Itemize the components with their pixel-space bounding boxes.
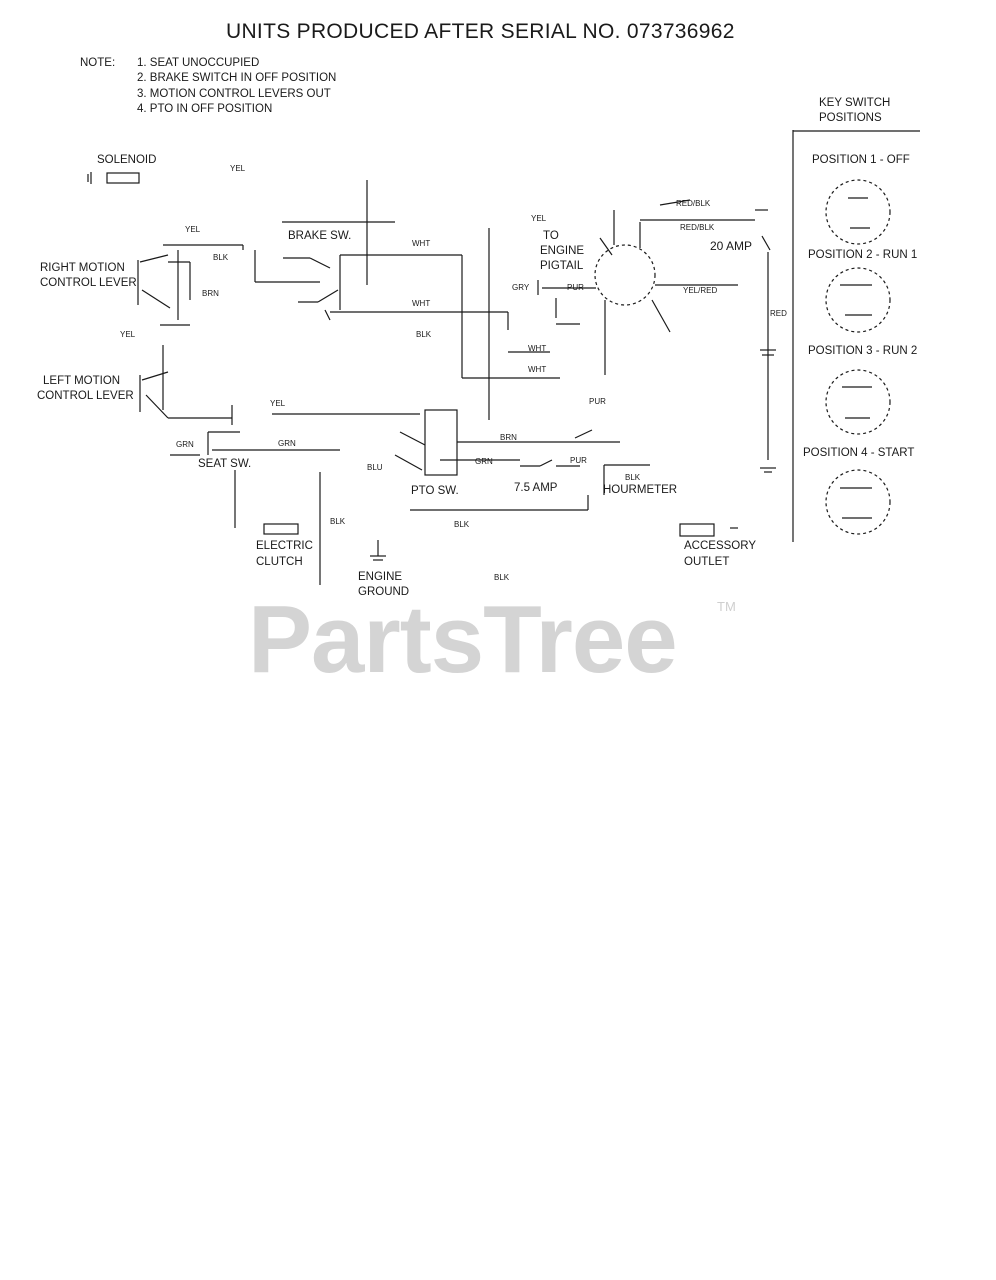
wire-label-blu: BLU (367, 463, 383, 472)
wire-label-pur-fuse: PUR (570, 456, 587, 465)
wire-label-yel-solenoid: YEL (230, 164, 246, 173)
wire-label-yel-engine: YEL (531, 214, 547, 223)
wire-label-pur-engine: PUR (567, 283, 584, 292)
ground-label-1: ENGINE (358, 571, 403, 583)
pto-switch (272, 409, 620, 585)
watermark-tm: TM (717, 599, 736, 614)
wire-label-pur-mid: PUR (589, 397, 606, 406)
key-switch-header-2: POSITIONS (819, 112, 882, 124)
hourmeter-label: HOURMETER (603, 484, 678, 496)
key-diagram-1 (825, 179, 891, 245)
seat-switch (170, 431, 340, 528)
wire-label-grn-pto: GRN (475, 457, 493, 466)
key-switch-header-1: KEY SWITCH (819, 97, 891, 109)
hourmeter-symbol (603, 464, 650, 495)
wire-label-wht-4: WHT (528, 365, 547, 374)
outlet-label-1: ACCESSORY (684, 540, 757, 552)
brake-switch (242, 221, 508, 321)
diagram-title: UNITS PRODUCED AFTER SERIAL NO. 07373696… (226, 20, 735, 43)
solenoid-symbol (87, 172, 140, 184)
right-lever-switch (137, 244, 243, 326)
fuse-20-symbol (755, 209, 776, 473)
key-position-4: POSITION 4 - START (803, 447, 915, 459)
wire-label-red: RED (770, 309, 787, 318)
outlet-label-2: OUTLET (684, 556, 730, 568)
key-diagram-4 (825, 469, 891, 535)
key-position-3: POSITION 3 - RUN 2 (808, 345, 918, 357)
brake-switch-label: BRAKE SW. (288, 230, 352, 242)
engine-label-2: ENGINE (540, 245, 585, 257)
wire-label-blk-hour: BLK (625, 473, 641, 482)
wire-label-blk-pto: BLK (454, 520, 470, 529)
clutch-symbol (263, 523, 299, 535)
outlet-symbol (679, 523, 738, 537)
note-item-1: 1. SEAT UNOCCUPIED (137, 57, 260, 69)
clutch-label-2: CLUTCH (256, 556, 303, 568)
pto-switch-label: PTO SW. (411, 485, 459, 497)
wire-label-blk-right: BLK (213, 253, 229, 262)
wire-label-grn-seat-1: GRN (176, 440, 194, 449)
note-item-4: 4. PTO IN OFF POSITION (137, 103, 273, 115)
wire-label-brn-pto: BRN (500, 433, 517, 442)
engine-label-1: TO (543, 230, 559, 242)
note-item-2: 2. BRAKE SWITCH IN OFF POSITION (137, 72, 337, 84)
left-lever-switch (139, 371, 233, 425)
wire-label-red-blk-2: RED/BLK (680, 223, 715, 232)
fuse-75-symbol (520, 429, 593, 467)
left-lever-label-1: LEFT MOTION (43, 375, 121, 387)
wire-label-blk-bottom: BLK (494, 573, 510, 582)
key-diagram-3 (825, 369, 891, 435)
wire-label-wht-1: WHT (412, 239, 431, 248)
key-position-2: POSITION 2 - RUN 1 (808, 249, 918, 261)
fuse-75-label: 7.5 AMP (514, 482, 558, 494)
wire-label-yel-pto: YEL (270, 399, 286, 408)
seat-switch-label: SEAT SW. (198, 458, 252, 470)
wire-label-red-blk-1: RED/BLK (676, 199, 711, 208)
wire-label-wht-2: WHT (412, 299, 431, 308)
wire-label-blk-brake: BLK (416, 330, 432, 339)
wire-label-gry: GRY (512, 283, 530, 292)
wire-label-yel-lever: YEL (120, 330, 136, 339)
fuse-20-label: 20 AMP (710, 239, 753, 253)
wire-label-blk-clutch: BLK (330, 517, 346, 526)
wire-label-yel-red: YEL/RED (683, 286, 718, 295)
ground-label-2: GROUND (358, 586, 410, 598)
left-lever-label-2: CONTROL LEVER (37, 390, 134, 402)
note-label: NOTE: (80, 57, 116, 69)
wire-label-brn-right: BRN (202, 289, 219, 298)
key-position-1: POSITION 1 - OFF (812, 154, 910, 166)
engine-pigtail (537, 199, 755, 375)
wire-label-grn-seat-2: GRN (278, 439, 296, 448)
right-lever-label-1: RIGHT MOTION (40, 262, 125, 274)
note-item-3: 3. MOTION CONTROL LEVERS OUT (137, 88, 331, 100)
right-lever-label-2: CONTROL LEVER (40, 277, 137, 289)
ground-symbol (370, 540, 386, 561)
watermark-logo: PartsTree (248, 586, 678, 693)
clutch-label-1: ELECTRIC (256, 540, 313, 552)
wire-label-wht-3: WHT (528, 344, 547, 353)
engine-label-3: PIGTAIL (540, 260, 584, 272)
key-diagram-2 (825, 267, 891, 333)
wire-label-yel-top: YEL (185, 225, 201, 234)
solenoid-label: SOLENOID (97, 154, 157, 166)
